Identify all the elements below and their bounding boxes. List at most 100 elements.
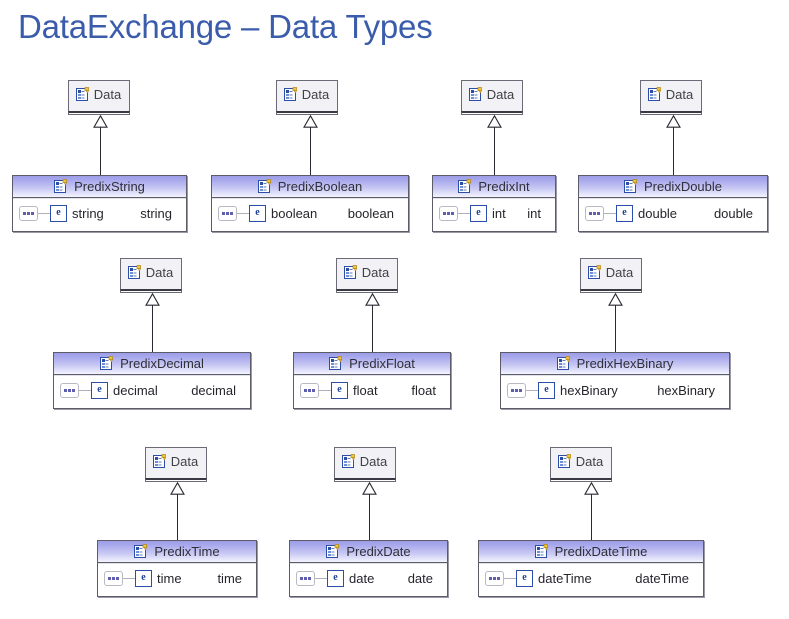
supertype-box-predix-int[interactable]: Data: [461, 80, 523, 115]
xsd-element-icon: e: [470, 204, 487, 222]
class-name: PredixDecimal: [120, 356, 204, 371]
xsd-particle-icon: [485, 570, 504, 586]
attribute-type: time: [217, 570, 242, 586]
attribute-row[interactable]: e dateTime dateTime: [479, 564, 703, 592]
supertype-box-predix-boolean[interactable]: Data: [276, 80, 338, 115]
xsd-complex-type-icon: [257, 179, 273, 194]
class-header-predix-boolean: PredixBoolean: [212, 176, 408, 198]
generalization-line-predix-time: [177, 494, 178, 540]
attribute-name: boolean: [271, 205, 318, 221]
xsd-complex-type-icon: [623, 179, 639, 194]
class-name: PredixFloat: [349, 356, 415, 371]
xsd-complex-type-icon: [557, 454, 573, 469]
inheritance-triangle-icon: [584, 481, 599, 495]
generalization-line-predix-string: [100, 127, 101, 175]
xsd-complex-type-icon: [458, 179, 473, 194]
supertype-box-predix-decimal[interactable]: Data: [120, 258, 182, 293]
attribute-type: dateTime: [635, 570, 689, 586]
attribute-name: date: [349, 570, 375, 586]
supertype-box-predix-date[interactable]: Data: [334, 447, 396, 482]
attribute-name: decimal: [113, 382, 158, 398]
class-header-predix-hexbinary: PredixHexBinary: [501, 353, 729, 375]
xsd-complex-type-icon: [556, 356, 572, 371]
class-header-predix-time: PredixTime: [98, 541, 256, 563]
inheritance-triangle-icon: [487, 114, 502, 128]
attribute-name: string: [72, 205, 104, 221]
attribute-connector: [38, 212, 50, 214]
supertype-label: Data: [665, 87, 694, 102]
inheritance-triangle-icon: [362, 481, 377, 495]
xsd-particle-icon: [104, 570, 123, 586]
xsd-particle-icon: [218, 205, 237, 221]
attribute-type: decimal: [191, 382, 236, 398]
attribute-type: double: [713, 205, 753, 221]
class-header-predix-string: PredixString: [13, 176, 186, 198]
attribute-name: hexBinary: [560, 382, 618, 398]
xsd-element-icon: e: [616, 204, 633, 222]
generalization-line-predix-int: [494, 127, 495, 175]
class-header-predix-date: PredixDate: [290, 541, 447, 563]
supertype-box-predix-float[interactable]: Data: [336, 258, 398, 293]
generalization-line-predix-datetime: [591, 494, 592, 540]
supertype-box-predix-string[interactable]: Data: [68, 80, 130, 115]
supertype-box-predix-datetime[interactable]: Data: [550, 447, 612, 482]
xsd-particle-icon: [585, 205, 604, 221]
xsd-complex-type-icon: [54, 179, 69, 194]
attribute-type: float: [411, 382, 436, 398]
inheritance-triangle-icon: [608, 292, 623, 306]
xsd-complex-type-icon: [152, 454, 168, 469]
attribute-type: int: [527, 205, 541, 221]
xsd-particle-icon: [507, 382, 526, 398]
xsd-element-icon: e: [50, 204, 67, 222]
attribute-connector: [237, 212, 249, 214]
xsd-complex-type-icon: [326, 544, 341, 559]
supertype-box-predix-hexbinary[interactable]: Data: [580, 258, 642, 293]
xsd-particle-icon: [300, 382, 319, 398]
supertype-label: Data: [486, 87, 515, 102]
attribute-type: hexBinary: [657, 382, 715, 398]
xsd-element-icon: e: [516, 569, 533, 587]
class-box-predix-datetime[interactable]: PredixDateTime e dateTime dateTime: [478, 540, 704, 597]
inheritance-triangle-icon: [303, 114, 318, 128]
supertype-box-predix-double[interactable]: Data: [640, 80, 702, 115]
xsd-complex-type-icon: [329, 356, 344, 371]
class-header-predix-int: PredixInt: [433, 176, 555, 198]
class-name: PredixDateTime: [554, 544, 648, 559]
generalization-line-predix-hexbinary: [615, 305, 616, 352]
attribute-name: dateTime: [538, 570, 592, 586]
xsd-complex-type-icon: [534, 544, 550, 559]
supertype-box-predix-time[interactable]: Data: [145, 447, 207, 482]
xsd-complex-type-icon: [100, 356, 115, 371]
class-name: PredixHexBinary: [576, 356, 674, 371]
attribute-connector: [504, 577, 516, 579]
inheritance-triangle-icon: [666, 114, 681, 128]
supertype-label: Data: [605, 265, 634, 280]
generalization-line-predix-date: [369, 494, 370, 540]
attribute-name: int: [492, 205, 506, 221]
xsd-element-icon: e: [327, 569, 344, 587]
